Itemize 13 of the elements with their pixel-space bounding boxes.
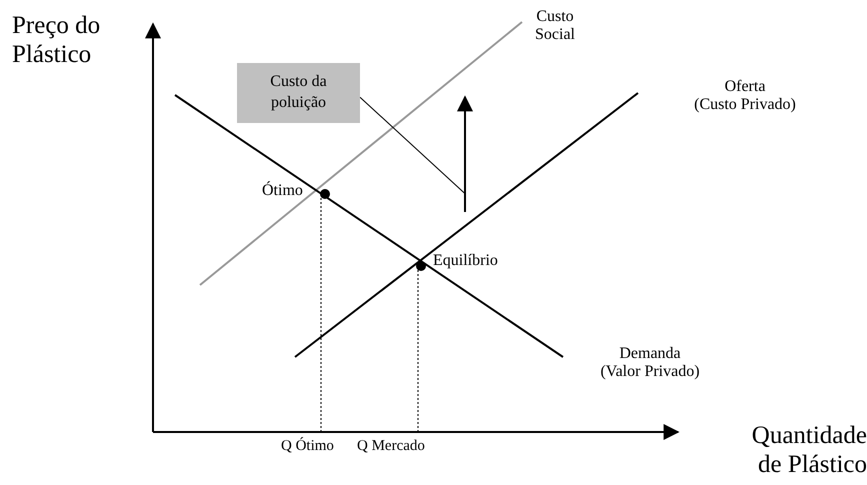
leader-line bbox=[360, 96, 466, 194]
axis-title: Quantidade de Plástico bbox=[750, 422, 867, 480]
up-arrow bbox=[457, 95, 473, 212]
axis-title: Preço do Plástico bbox=[12, 12, 102, 70]
line-label: Custo Social bbox=[534, 8, 576, 45]
tick-label: Q Mercado bbox=[357, 438, 426, 456]
tick-label: Q Ótimo bbox=[281, 438, 335, 456]
point-label: Equilíbrio bbox=[433, 252, 499, 270]
box-label: Custo da poluição bbox=[269, 72, 328, 113]
line-label: Oferta (Custo Privado) bbox=[693, 78, 797, 115]
point-label: Ótimo bbox=[262, 182, 304, 200]
line-label: Demanda (Valor Privado) bbox=[599, 345, 701, 382]
shaded-box bbox=[237, 63, 360, 123]
